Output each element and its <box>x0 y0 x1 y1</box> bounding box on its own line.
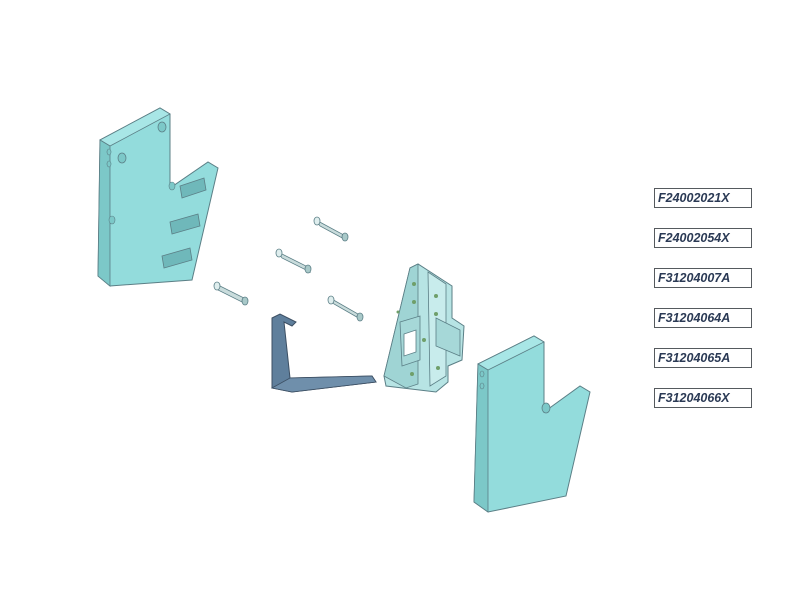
pin-middle <box>275 248 312 274</box>
part-number-label: F31204066X <box>654 388 752 408</box>
slot <box>161 247 193 269</box>
center-guide-rail <box>383 263 465 393</box>
part-number-label: F31204065A <box>654 348 752 368</box>
pin-lower <box>327 295 364 322</box>
pin-left <box>213 281 249 306</box>
pin-upper <box>313 216 349 242</box>
bent-strap <box>270 313 377 393</box>
bolt-hole <box>157 121 167 133</box>
bolt-hole <box>117 152 127 164</box>
part-number-label: F31204007A <box>654 268 752 288</box>
part-number-label: F31204064A <box>654 308 752 328</box>
part-number-label: F24002021X <box>654 188 752 208</box>
right-side-plate <box>473 335 591 513</box>
left-side-plate <box>97 107 219 287</box>
part-number-label: F24002054X <box>654 228 752 248</box>
slot <box>179 177 207 199</box>
slot <box>169 213 201 235</box>
bolt-hole <box>541 402 551 414</box>
